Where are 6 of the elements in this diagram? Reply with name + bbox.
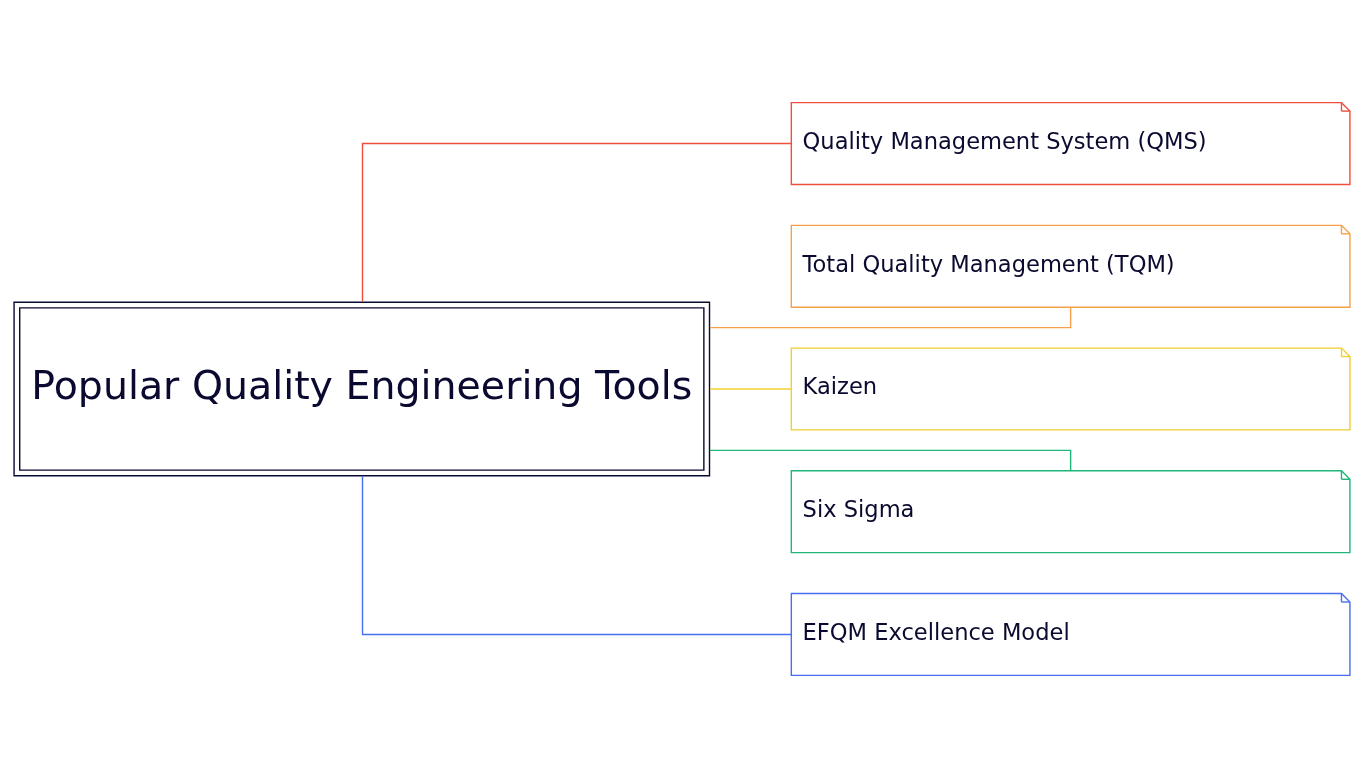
connector [361, 475, 792, 636]
connector [361, 142, 792, 303]
connector [709, 388, 792, 390]
connector [709, 306, 1072, 329]
connector [709, 449, 1072, 472]
node-box: Popular Quality Engineering Tools [13, 301, 711, 477]
